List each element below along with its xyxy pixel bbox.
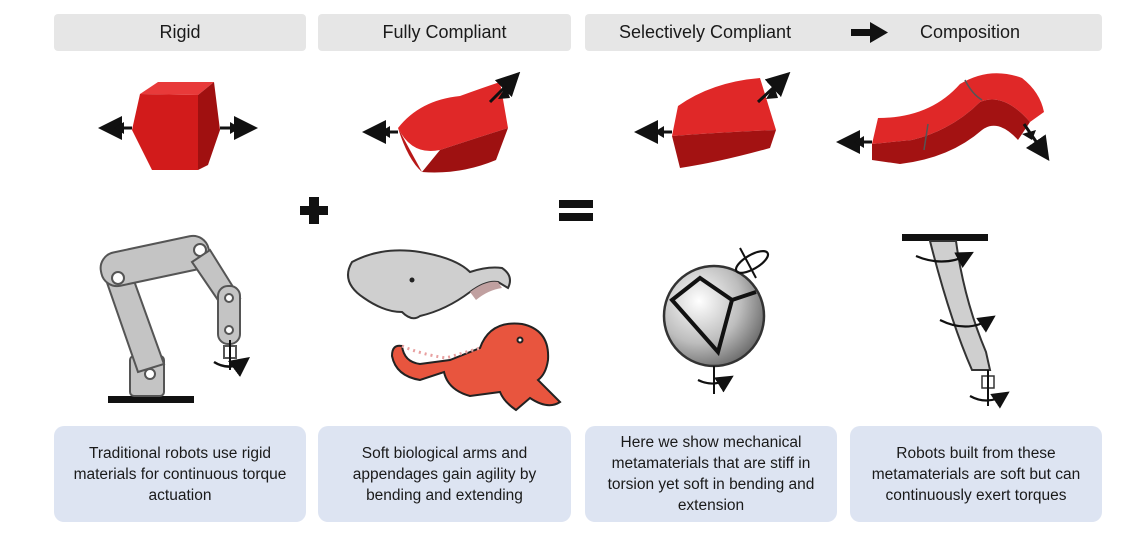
header-rigid: Rigid	[54, 14, 306, 51]
selectively-compliant-arrows	[634, 71, 791, 144]
header-fully-compliant-label: Fully Compliant	[382, 22, 507, 42]
caption-selectively-compliant-line: extension	[677, 497, 745, 514]
equals-sign	[559, 200, 593, 221]
caption-selectively-compliant-line: metamaterials that are stiff in	[611, 455, 811, 472]
caption-rigid: Traditional robots use rigid materials f…	[54, 426, 306, 522]
caption-fully-compliant-line: Soft biological arms and	[361, 444, 528, 462]
caption-composition-line: continuously exert torques	[885, 486, 1067, 504]
caption-selectively-compliant-line: Here we show mechanical	[620, 434, 802, 451]
fully-compliant-arrows	[362, 71, 521, 144]
header-composition-label: Composition	[920, 22, 1021, 42]
caption-selectively-compliant: Here we show mechanical metamaterials th…	[585, 426, 837, 522]
rigid-cube	[132, 82, 220, 170]
elephant-illustration	[347, 249, 511, 320]
composition-beam	[902, 234, 1010, 409]
caption-rigid-line: materials for continuous torque	[73, 465, 287, 483]
header-fully-compliant: Fully Compliant	[318, 14, 571, 51]
caption-composition: Robots built from these metamaterials ar…	[850, 426, 1102, 522]
caption-composition-line: metamaterials are soft but can	[871, 465, 1081, 483]
caption-fully-compliant-line: appendages gain agility by	[352, 465, 537, 483]
composition-block	[872, 73, 1044, 164]
caption-fully-compliant: Soft biological arms and appendages gain…	[318, 426, 571, 522]
right-arrow-icon	[851, 22, 888, 43]
rigid-cube-left-arrow	[98, 116, 132, 140]
caption-rigid-line: actuation	[148, 486, 212, 504]
metamaterial-sphere	[662, 247, 770, 394]
caption-fully-compliant-line: bending and extending	[366, 486, 523, 504]
header-selectively-compliant-composition: Selectively Compliant Composition	[585, 14, 1102, 51]
fully-compliant-block	[398, 82, 508, 173]
plus-sign	[300, 197, 328, 224]
caption-selectively-compliant-line: torsion yet soft in bending and	[607, 476, 815, 493]
caption-rigid-line: Traditional robots use rigid	[88, 444, 272, 462]
selectively-compliant-block	[672, 78, 776, 168]
robot-arm	[99, 234, 251, 403]
composition-arrows	[836, 123, 1050, 161]
header-rigid-label: Rigid	[159, 22, 201, 42]
caption-composition-line: Robots built from these	[896, 444, 1056, 462]
header-selectively-compliant-label: Selectively Compliant	[619, 22, 792, 42]
octopus-illustration	[390, 322, 562, 412]
rigid-cube-right-arrow	[220, 116, 258, 140]
